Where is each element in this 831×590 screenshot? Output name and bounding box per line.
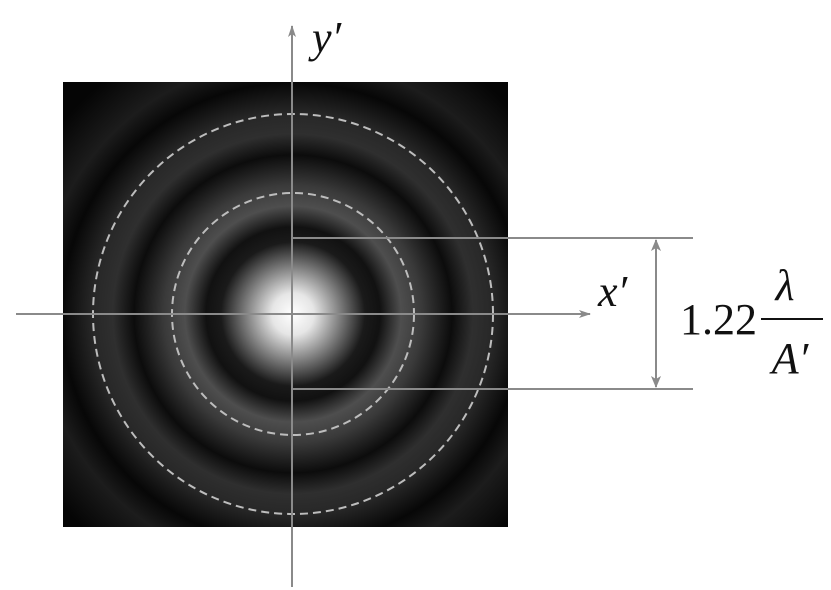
dimension-denominator: A′ [769, 334, 810, 383]
dimension-coefficient: 1.22 [680, 295, 757, 344]
diffraction-pattern [63, 82, 508, 527]
y-axis-label: y′ [308, 13, 343, 62]
dimension-numerator: λ [773, 261, 794, 310]
x-axis-label: x′ [597, 267, 629, 316]
